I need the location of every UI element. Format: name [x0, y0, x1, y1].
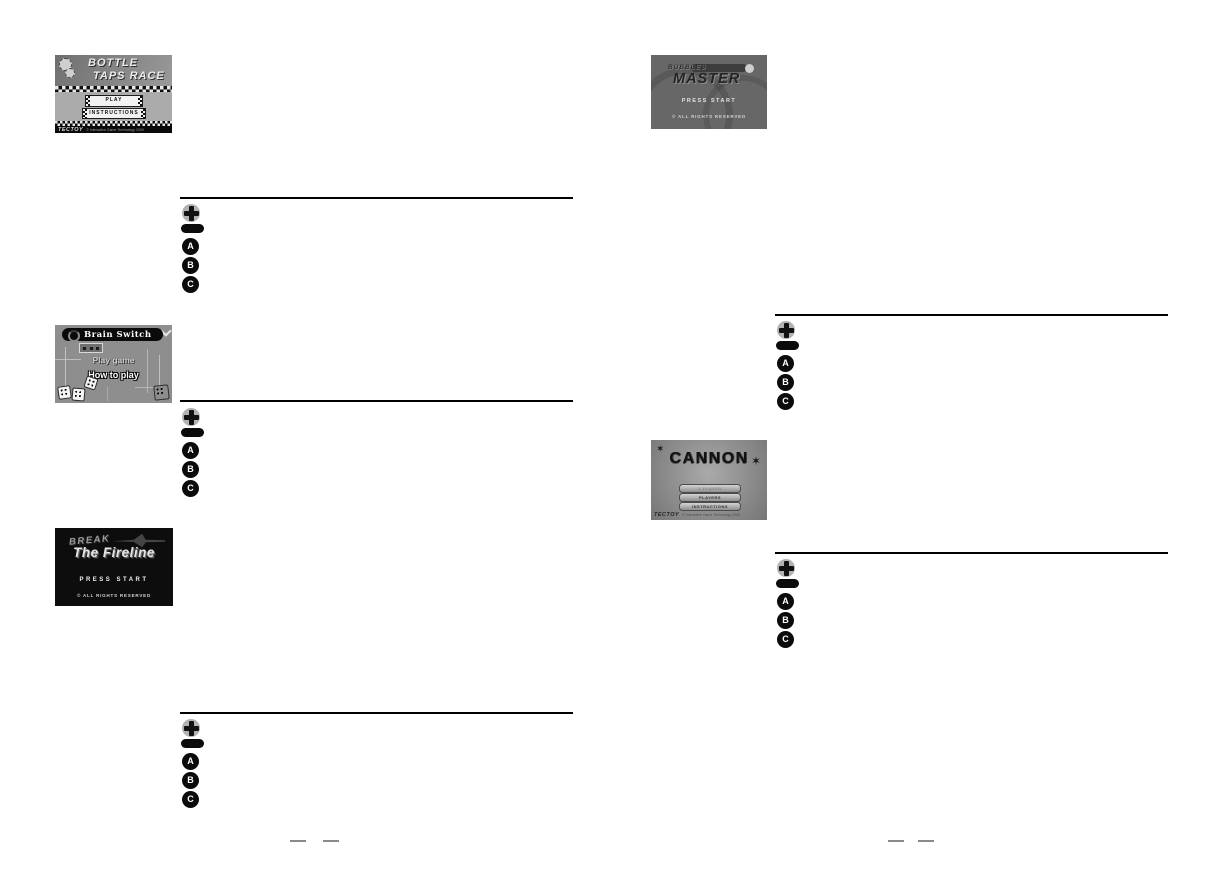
page-number-placeholder — [888, 840, 904, 842]
swirl-logo-icon — [68, 330, 80, 342]
dpad-icon — [777, 559, 795, 577]
button-a-icon: A — [182, 442, 199, 459]
start-button-icon — [776, 579, 799, 588]
start-button-icon — [181, 224, 204, 233]
start-button-icon — [776, 341, 799, 350]
button-c-icon: C — [777, 631, 794, 648]
dpad-icon — [182, 204, 200, 222]
button-a-icon: A — [777, 593, 794, 610]
menu-button-1: 1 PLAYER — [679, 484, 741, 493]
swirl-decoration — [703, 75, 767, 129]
button-b-icon: B — [182, 257, 199, 274]
button-b-icon: B — [777, 612, 794, 629]
dpad-icon — [777, 321, 795, 339]
star-splat-icon: ✶ — [656, 444, 665, 455]
bottle-footer: TECTOY © Interactive Game Technology 200… — [55, 126, 172, 133]
screenshot-bottle-taps-race: BOTTLE TAPS RACE PLAY INSTRUCTIONS TECTO… — [55, 55, 172, 133]
game-title: TAPS RACE — [93, 70, 165, 82]
rights-label: © ALL RIGHTS RESERVED — [76, 593, 152, 598]
menu-button-2: PLAYERS — [679, 493, 741, 502]
game-title: MASTER — [673, 71, 741, 87]
controls-block-cannon: A B C — [776, 559, 807, 651]
screenshot-bubbles-master: BUBBLES MASTER PRESS START © ALL RIGHTS … — [651, 55, 767, 129]
game-title: BOTTLE — [88, 57, 138, 69]
button-c-icon: C — [182, 276, 199, 293]
checker-edge — [86, 96, 90, 106]
button-b-icon: B — [777, 374, 794, 391]
tectoy-logo: TECTOY — [654, 512, 680, 518]
pipe-icon — [691, 64, 747, 72]
controls-block-break-the-fireline: A B C — [181, 719, 212, 811]
play-label: PLAY — [105, 97, 123, 103]
rights-label: © ALL RIGHTS RESERVED — [671, 114, 747, 119]
button-c-icon: C — [182, 791, 199, 808]
die-icon — [57, 385, 72, 400]
chip-decoration — [79, 343, 103, 353]
checker-edge — [141, 109, 145, 118]
bottle-cap-icon — [65, 68, 75, 78]
controls-block-bubbles-master: A B C — [776, 321, 807, 413]
how-to-play-label: How to play — [88, 370, 139, 380]
button-b-icon: B — [182, 772, 199, 789]
button-c-icon: C — [182, 480, 199, 497]
play-game-label: Play game — [92, 355, 135, 365]
game-title: Brain Switch — [84, 330, 152, 340]
press-start-label: PRESS START — [79, 577, 149, 583]
section-rule — [180, 400, 573, 402]
die-icon — [71, 387, 86, 402]
instructions-label: INSTRUCTIONS — [89, 110, 139, 116]
section-rule — [180, 712, 573, 714]
start-button-icon — [181, 739, 204, 748]
page-number-placeholder — [918, 840, 934, 842]
button-c-icon: C — [777, 393, 794, 410]
die-icon — [83, 375, 99, 391]
button-a-icon: A — [777, 355, 794, 372]
checker-edge — [83, 109, 87, 118]
brain-title-bar: Brain Switch — [62, 328, 163, 342]
bottle-title-area: BOTTLE TAPS RACE — [55, 55, 172, 86]
checker-edge — [138, 96, 142, 106]
menu-button-3: INSTRUCTIONS — [679, 502, 741, 511]
game-title: CANNON — [669, 450, 749, 467]
dpad-icon — [182, 408, 200, 426]
checker-strip — [55, 86, 172, 92]
game-title: BUBBLES — [668, 64, 707, 71]
dpad-icon — [182, 719, 200, 737]
checker-strip — [55, 121, 172, 126]
tectoy-logo: TECTOY — [58, 126, 84, 133]
press-start-label: PRESS START — [681, 98, 737, 104]
button-a-icon: A — [182, 753, 199, 770]
section-rule — [775, 552, 1168, 554]
instructions-button: INSTRUCTIONS — [82, 108, 146, 119]
section-rule — [180, 197, 573, 199]
bubble-icon — [745, 64, 754, 73]
page-number-placeholder — [323, 840, 339, 842]
copyright-text: © Interactive Game Technology 2005 — [682, 513, 740, 517]
start-button-icon — [181, 428, 204, 437]
screenshot-break-the-fireline: BREAK The Fireline PRESS START © ALL RIG… — [55, 528, 173, 606]
die-icon — [153, 384, 170, 401]
cannon-footer: TECTOY © Interactive Game Technology 200… — [651, 512, 767, 518]
star-splat-icon: ✶ — [751, 454, 762, 468]
game-title: The Fireline — [73, 545, 155, 560]
screenshot-brain-switch: Brain Switch Play game How to play — [55, 325, 172, 403]
page-number-placeholder — [290, 840, 306, 842]
screenshot-cannon: ✶ ✶ CANNON 1 PLAYER PLAYERS INSTRUCTIONS… — [651, 440, 767, 520]
button-a-icon: A — [182, 238, 199, 255]
controls-block-bottle-taps-race: A B C — [181, 204, 212, 296]
section-rule — [775, 314, 1168, 316]
play-button: PLAY — [85, 95, 143, 107]
button-b-icon: B — [182, 461, 199, 478]
copyright-text: © Interactive Game Technology 2009 — [86, 127, 144, 132]
controls-block-brain-switch: A B C — [181, 408, 212, 500]
